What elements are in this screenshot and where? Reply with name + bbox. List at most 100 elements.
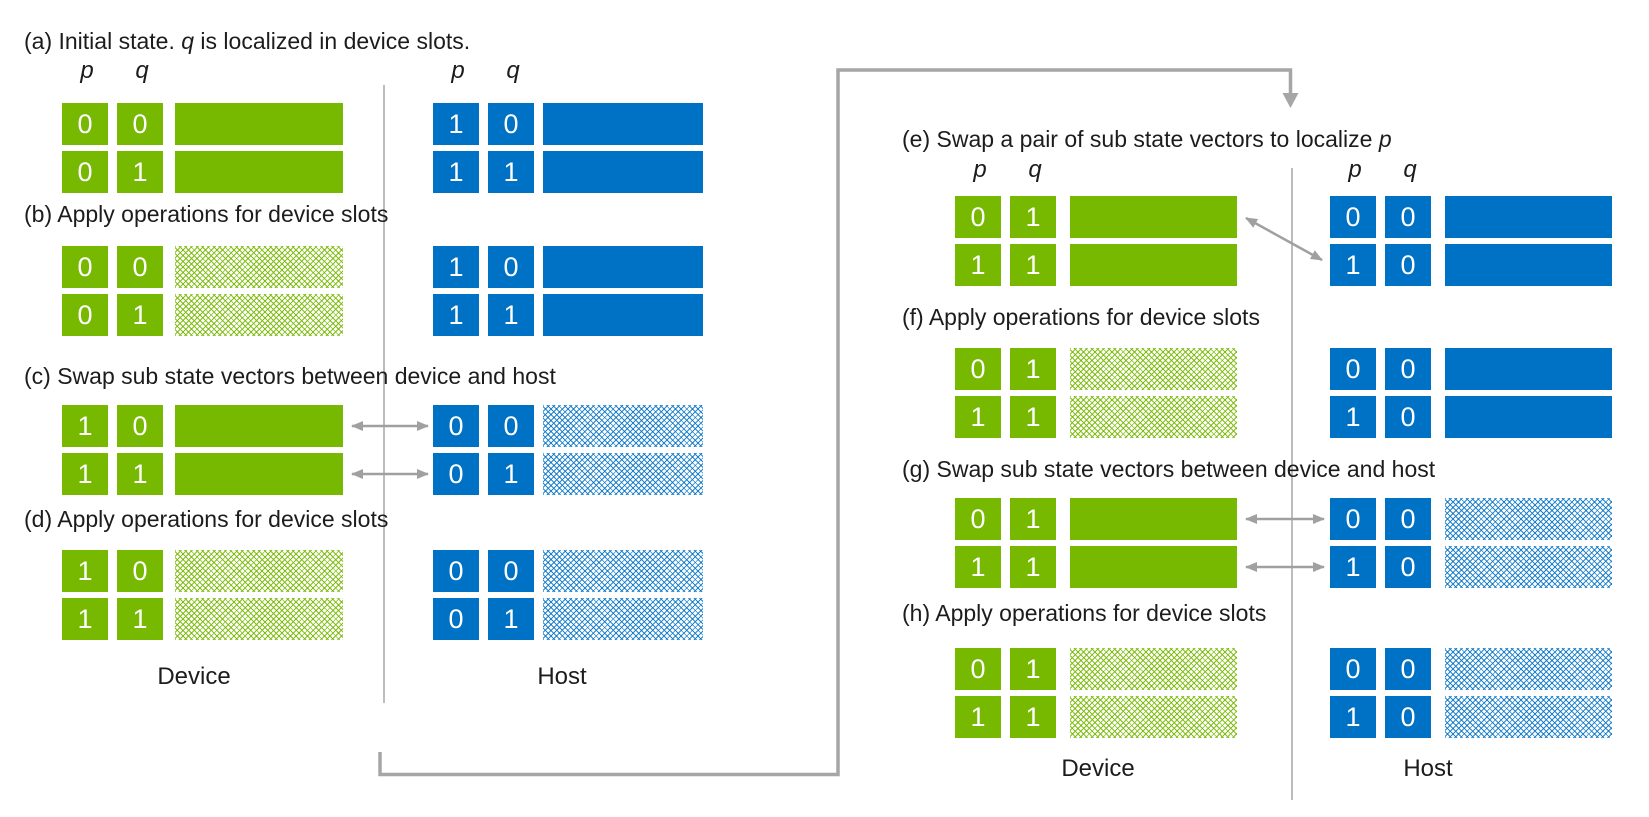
qubit-cell-q: 1 [488,151,534,193]
panel-e-heading: (e) Swap a pair of sub state vectors to … [902,126,1392,153]
state-vector-bar-hatch [1070,648,1237,690]
panel-g-heading: (g) Swap sub state vectors between devic… [902,456,1435,483]
qubit-cell-p: 1 [1330,546,1376,588]
qubit-cell-q: 0 [1385,498,1431,540]
state-vector-bar-hatch [175,294,343,336]
state-vector-bar-solid [1070,498,1237,540]
panel-f-heading: (f) Apply operations for device slots [902,304,1260,331]
qubit-cell-p: 0 [1330,498,1376,540]
heading-text: (c) Swap sub state vectors between devic… [24,363,556,389]
qubit-cell-q: 0 [1385,648,1431,690]
state-vector-bar-hatch [1070,396,1237,438]
qubit-cell-p: 0 [62,103,108,145]
qubit-p-label: p [451,57,465,84]
state-vector-bar-solid [1070,196,1237,238]
qubit-cell-q: 1 [488,453,534,495]
heading-text: (f) Apply operations for device slots [902,304,1260,330]
qubit-cell-q: 1 [1010,696,1056,738]
qubit-cell-q: 0 [117,246,163,288]
qubit-q-label: q [506,57,520,84]
qubit-cell-p: 1 [433,151,479,193]
qubit-cell-p: 0 [1330,648,1376,690]
qubit-cell-p: 1 [433,294,479,336]
device-label-left: Device [157,663,231,690]
state-vector-bar-solid [175,453,343,495]
state-vector-bar-hatch [1445,546,1612,588]
state-vector-bar-hatch [1445,696,1612,738]
state-vector-bar-solid [1070,244,1237,286]
qubit-cell-p: 1 [433,103,479,145]
qubit-cell-q: 0 [1385,196,1431,238]
qubit-cell-q: 1 [488,598,534,640]
panel-a-heading: (a) Initial state. q is localized in dev… [24,28,470,55]
qubit-cell-p: 1 [62,453,108,495]
host-label-right: Host [1403,755,1453,782]
qubit-p-label: p [80,57,94,84]
qubit-cell-p: 0 [955,498,1001,540]
qubit-cell-q: 0 [1385,396,1431,438]
qubit-cell-p: 1 [1330,244,1376,286]
state-vector-bar-hatch [543,598,703,640]
qubit-cell-p: 1 [62,598,108,640]
qubit-cell-q: 1 [1010,648,1056,690]
state-vector-bar-hatch [175,246,343,288]
qubit-cell-q: 0 [488,103,534,145]
qubit-cell-p: 0 [62,151,108,193]
state-vector-bar-solid [1445,348,1612,390]
qubit-cell-p: 1 [955,396,1001,438]
qubit-cell-p: 0 [1330,196,1376,238]
qubit-cell-p: 0 [955,196,1001,238]
qubit-cell-q: 0 [488,405,534,447]
heading-text: (d) Apply operations for device slots [24,506,389,532]
qubit-cell-q: 0 [1385,244,1431,286]
device-label-right: Device [1061,755,1135,782]
state-vector-bar-solid [175,103,343,145]
heading-text: is localized in device slots. [194,28,471,54]
qubit-cell-q: 1 [117,453,163,495]
panel-d-heading: (d) Apply operations for device slots [24,506,388,533]
state-vector-bar-solid [543,294,703,336]
heading-text: (a) Initial state. [24,28,182,54]
qubit-q-label: q [1028,156,1042,183]
qubit-cell-q: 1 [1010,196,1056,238]
qubit-cell-q: 0 [117,103,163,145]
qubit-cell-p: 0 [955,348,1001,390]
qubit-cell-q: 1 [1010,498,1056,540]
qubit-cell-q: 1 [1010,396,1056,438]
state-vector-bar-hatch [543,453,703,495]
qubit-cell-q: 1 [488,294,534,336]
state-vector-bar-solid [543,103,703,145]
qubit-cell-p: 1 [62,550,108,592]
qubit-cell-p: 1 [1330,696,1376,738]
state-vector-bar-hatch [1445,498,1612,540]
state-vector-bar-solid [1445,396,1612,438]
state-vector-bar-solid [1445,244,1612,286]
qubit-cell-q: 0 [1385,696,1431,738]
state-vector-bar-hatch [543,550,703,592]
heading-text: (g) Swap sub state vectors between devic… [902,456,1436,482]
state-vector-bar-hatch [543,405,703,447]
state-vector-bar-hatch [175,550,343,592]
qubit-symbol: q [181,28,195,54]
state-vector-bar-solid [1070,546,1237,588]
qubit-cell-q: 0 [488,550,534,592]
qubit-p-label: p [973,156,987,183]
flow-arrow-head-icon [1282,93,1299,108]
heading-text: (e) Swap a pair of sub state vectors to … [902,126,1379,152]
state-vector-bar-solid [175,151,343,193]
qubit-cell-q: 0 [1385,546,1431,588]
qubit-symbol: p [1378,126,1392,152]
heading-text: (b) Apply operations for device slots [24,201,389,227]
qubit-cell-q: 0 [488,246,534,288]
state-vector-bar-solid [175,405,343,447]
qubit-cell-p: 1 [955,244,1001,286]
qubit-cell-q: 0 [117,550,163,592]
panel-c-heading: (c) Swap sub state vectors between devic… [24,363,556,390]
state-vector-bar-hatch [1445,648,1612,690]
host-label-left: Host [537,663,587,690]
qubit-cell-q: 1 [117,598,163,640]
panel-b-heading: (b) Apply operations for device slots [24,201,388,228]
qubit-q-label: q [1403,156,1417,183]
qubit-cell-p: 1 [62,405,108,447]
